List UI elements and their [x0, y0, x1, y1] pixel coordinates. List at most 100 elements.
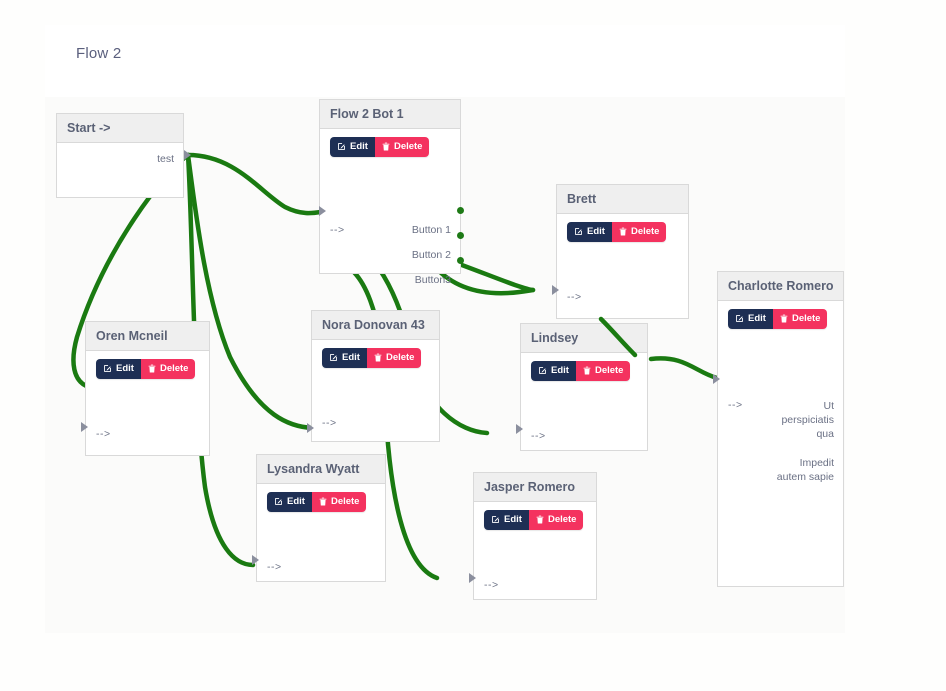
node-charlotte-romero-input[interactable]: -->: [728, 399, 743, 411]
node-flow2-bot1-input[interactable]: -->: [330, 224, 345, 236]
delete-button-label: Delete: [159, 363, 189, 374]
port-dot-bot1-out1: [457, 207, 464, 214]
node-flow2-bot1-output-3[interactable]: Button3: [414, 274, 451, 286]
delete-button[interactable]: Delete: [772, 309, 828, 329]
node-oren-mcneil-input[interactable]: -->: [96, 428, 111, 440]
edit-button-label: Edit: [551, 365, 569, 376]
delete-button[interactable]: Delete: [611, 222, 667, 242]
edit-button[interactable]: Edit: [322, 348, 367, 368]
page-title: Flow 2: [76, 45, 122, 62]
node-flow2-bot1-output-1[interactable]: Button 1: [411, 224, 451, 236]
node-charlotte-romero-output-1[interactable]: Ut perspiciatis qua: [781, 400, 834, 440]
edge-lindsey-to-charlotte-main: [648, 356, 720, 381]
edit-button-label: Edit: [748, 313, 766, 324]
delete-button[interactable]: Delete: [575, 361, 631, 381]
page-header: Flow 2: [45, 25, 845, 97]
node-start-output-test[interactable]: test: [157, 153, 174, 165]
node-jasper-romero-input[interactable]: -->: [484, 579, 499, 591]
edit-button-label: Edit: [587, 226, 605, 237]
node-lysandra-wyatt-input[interactable]: -->: [267, 561, 282, 573]
port-arrow-bot1-in: [319, 206, 326, 216]
port-dot-bot1-out2: [457, 232, 464, 239]
pencil-square-icon: [736, 315, 743, 323]
edge-lindsey-charlotte-a: [640, 358, 717, 379]
node-nora-donovan[interactable]: Nora Donovan 43 Edit Delete: [311, 310, 440, 442]
node-jasper-romero[interactable]: Jasper Romero Edit Delete: [473, 472, 597, 600]
pencil-square-icon: [492, 516, 499, 524]
node-flow2-bot1[interactable]: Flow 2 Bot 1 Edit Delete: [319, 99, 461, 286]
node-nora-donovan-input[interactable]: -->: [322, 417, 337, 429]
edit-button[interactable]: Edit: [267, 492, 312, 512]
node-lindsey-input[interactable]: -->: [531, 430, 546, 442]
port-arrow-brett-in: [552, 285, 559, 295]
trash-icon: [619, 227, 627, 236]
trash-icon: [374, 353, 382, 362]
trash-icon: [583, 366, 591, 375]
delete-button[interactable]: Delete: [140, 359, 196, 379]
delete-button-label: Delete: [393, 141, 423, 152]
node-lindsey[interactable]: Lindsey Edit Delete: [520, 323, 648, 451]
port-dot-bot1-out3: [457, 257, 464, 264]
pencil-square-icon: [575, 228, 582, 236]
edit-button-label: Edit: [350, 141, 368, 152]
node-lindsey-actions: Edit Delete: [531, 361, 631, 381]
edit-button-label: Edit: [504, 514, 522, 525]
node-lysandra-wyatt-title: Lysandra Wyatt: [257, 455, 385, 484]
node-nora-donovan-title: Nora Donovan 43: [312, 311, 439, 340]
node-brett-input[interactable]: -->: [567, 291, 582, 303]
pencil-square-icon: [539, 367, 546, 375]
node-charlotte-romero-title: Charlotte Romero: [718, 272, 843, 301]
delete-button-label: Delete: [385, 352, 415, 363]
delete-button-label: Delete: [330, 496, 360, 507]
edit-button-label: Edit: [342, 352, 360, 363]
node-oren-mcneil[interactable]: Oren Mcneil Edit Delete: [85, 321, 210, 456]
edit-button[interactable]: Edit: [96, 359, 141, 379]
delete-button[interactable]: Delete: [374, 137, 430, 157]
flow-canvas[interactable]: Start -> test Flow 2 Bot 1 Edit: [45, 97, 845, 633]
port-arrow-nora-in: [307, 423, 314, 433]
edit-button[interactable]: Edit: [484, 510, 529, 530]
node-oren-mcneil-title: Oren Mcneil: [86, 322, 209, 351]
node-lysandra-wyatt-actions: Edit Delete: [267, 492, 367, 512]
port-arrow-jasper-in: [469, 573, 476, 583]
edit-button[interactable]: Edit: [728, 309, 773, 329]
pencil-square-icon: [330, 354, 337, 362]
edit-button[interactable]: Edit: [567, 222, 612, 242]
trash-icon: [780, 314, 788, 323]
port-arrow-start-out: [184, 150, 191, 160]
delete-button[interactable]: Delete: [366, 348, 422, 368]
node-jasper-romero-title: Jasper Romero: [474, 473, 596, 502]
delete-button[interactable]: Delete: [528, 510, 584, 530]
pencil-square-icon: [104, 365, 111, 373]
edit-button[interactable]: Edit: [330, 137, 375, 157]
node-charlotte-romero-output-2[interactable]: Impedit autem sapie: [776, 457, 834, 483]
trash-icon: [319, 497, 327, 506]
node-charlotte-romero[interactable]: Charlotte Romero Edit Delete: [717, 271, 844, 587]
trash-icon: [536, 515, 544, 524]
edit-button-label: Edit: [116, 363, 134, 374]
node-brett-title: Brett: [557, 185, 688, 214]
node-oren-mcneil-actions: Edit Delete: [96, 359, 196, 379]
node-nora-donovan-actions: Edit Delete: [322, 348, 422, 368]
delete-button[interactable]: Delete: [311, 492, 367, 512]
node-start-title: Start ->: [57, 114, 183, 143]
node-brett-actions: Edit Delete: [567, 222, 667, 242]
edit-button-label: Edit: [287, 496, 305, 507]
port-arrow-lysandra-in: [252, 555, 259, 565]
node-lysandra-wyatt[interactable]: Lysandra Wyatt Edit Delete: [256, 454, 386, 582]
port-arrow-oren-in: [81, 422, 88, 432]
edge-start-to-bot1: [185, 152, 331, 216]
delete-button-label: Delete: [547, 514, 577, 525]
node-flow2-bot1-output-2[interactable]: Button 2: [411, 249, 451, 261]
node-charlotte-romero-actions: Edit Delete: [728, 309, 828, 329]
node-start[interactable]: Start -> test: [56, 113, 184, 198]
delete-button-label: Delete: [594, 365, 624, 376]
port-arrow-lindsey-in: [516, 424, 523, 434]
node-flow2-bot1-title: Flow 2 Bot 1: [320, 100, 460, 129]
edit-button[interactable]: Edit: [531, 361, 576, 381]
port-arrow-charlotte-in: [713, 374, 720, 384]
node-lindsey-title: Lindsey: [521, 324, 647, 353]
delete-button-label: Delete: [791, 313, 821, 324]
node-brett[interactable]: Brett Edit Delete: [556, 184, 689, 319]
